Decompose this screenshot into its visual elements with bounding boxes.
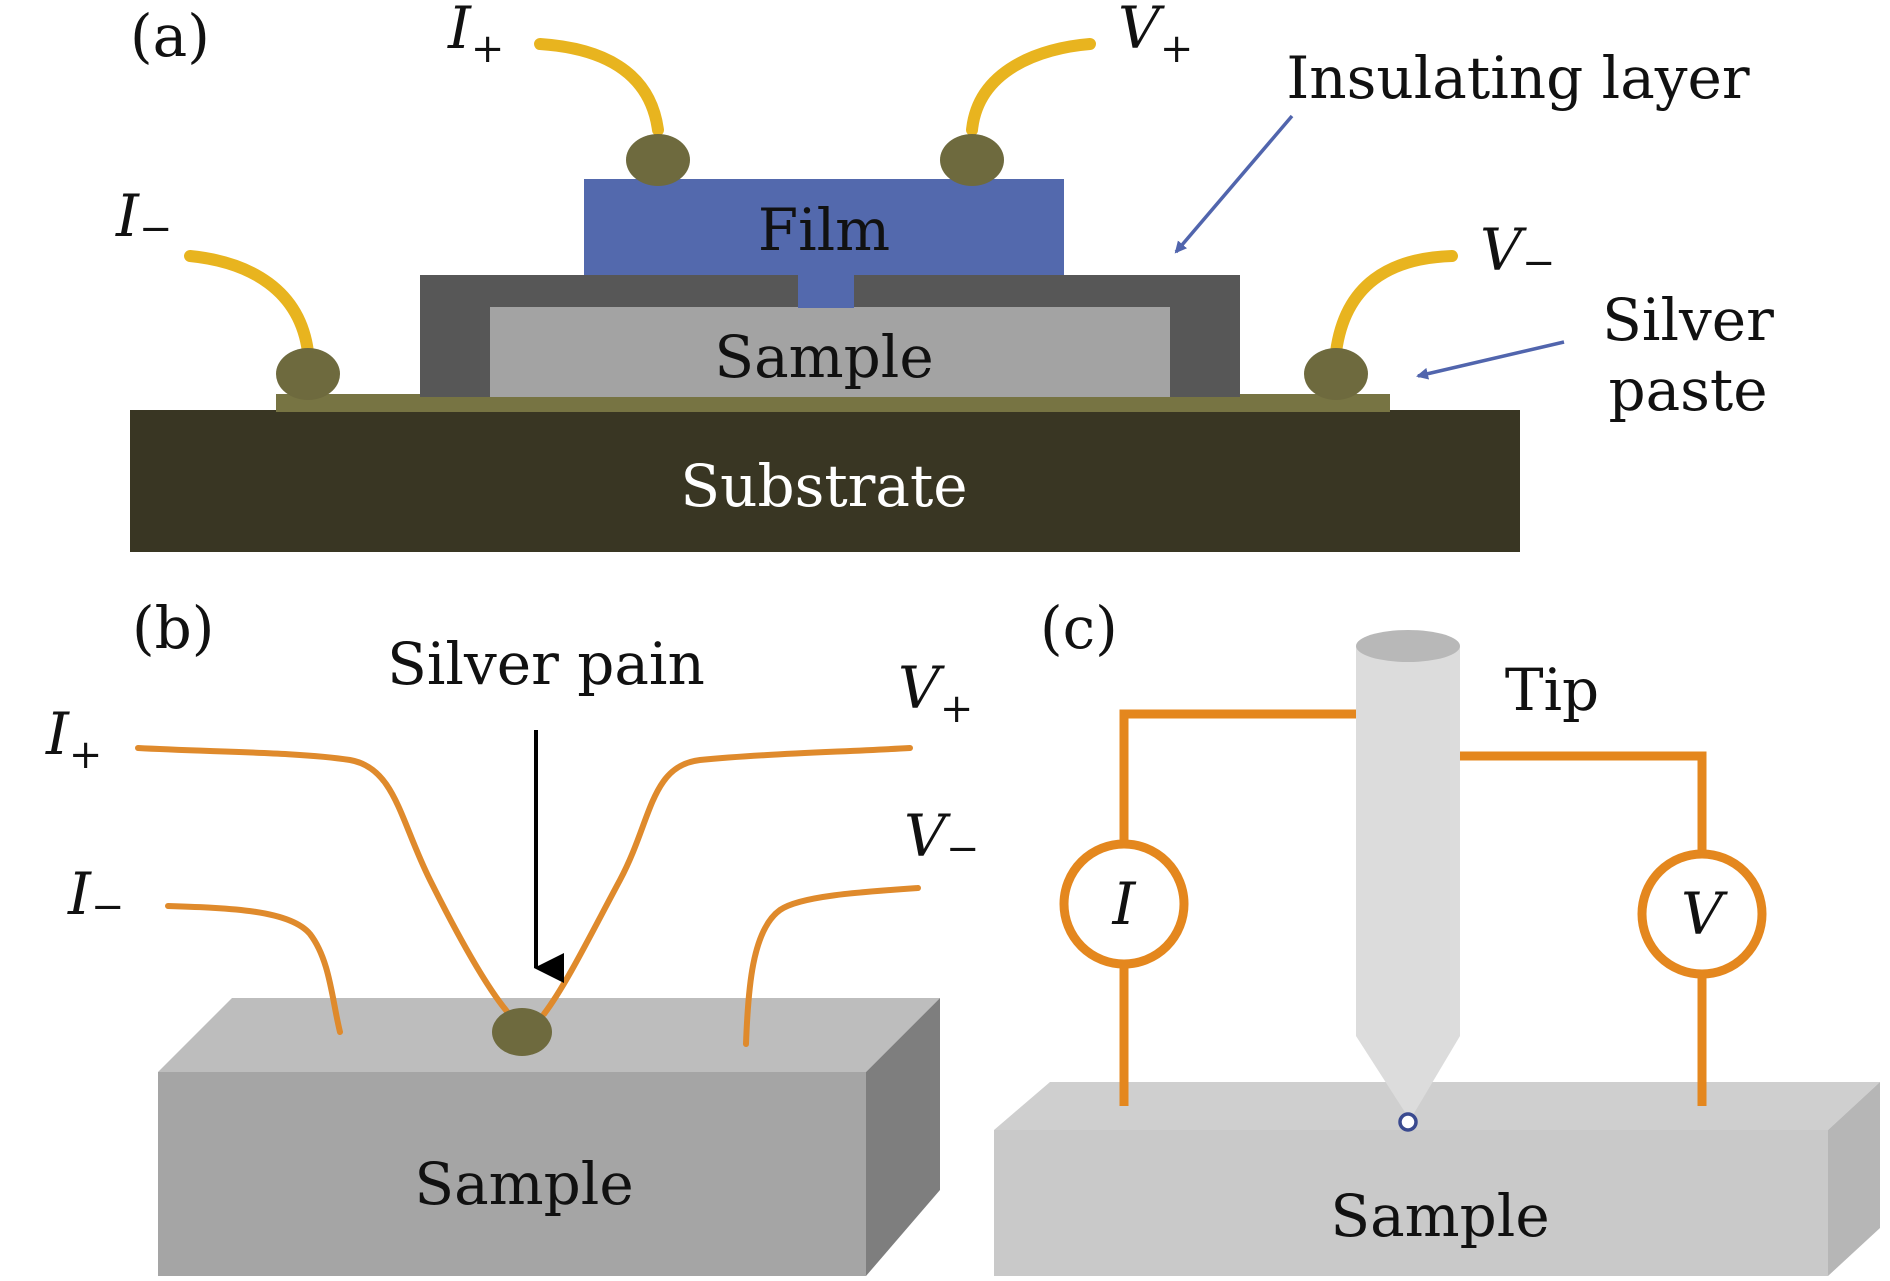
panel-a: (a) Film Sample Substrate Insulating lay… xyxy=(115,0,1774,552)
wire-v-plus-a xyxy=(966,38,1096,136)
sample-c-side-face xyxy=(1828,1082,1880,1276)
tip-contact-point xyxy=(1398,1112,1418,1132)
terminal-i-plus-a: I+ xyxy=(447,0,504,72)
silver-pain-label: Silver pain xyxy=(387,630,705,698)
sample-c-top-face xyxy=(994,1082,1880,1130)
ammeter-label: I xyxy=(1112,870,1137,938)
tip-top xyxy=(1356,630,1460,662)
wire-i-minus-a xyxy=(184,250,314,358)
wire-i-plus-a xyxy=(534,38,664,136)
panel-b-label: (b) xyxy=(132,594,214,662)
wire-i-plus-b xyxy=(135,745,513,1018)
contact-dot-v-minus xyxy=(1304,348,1368,400)
silver-paste-arrow xyxy=(1416,340,1565,380)
wire-v-plus-b xyxy=(541,745,913,1017)
panel-c: (c) Tip Sample I V xyxy=(994,594,1880,1276)
tip-body xyxy=(1356,646,1460,1036)
sample-a-block xyxy=(490,307,1170,397)
wire-v-minus-a xyxy=(1330,250,1458,358)
panel-c-label: (c) xyxy=(1040,594,1118,662)
substrate-label: Substrate xyxy=(680,452,967,520)
ammeter-circle xyxy=(1059,839,1189,969)
voltmeter-label: V xyxy=(1681,880,1728,948)
wire-v-minus-b xyxy=(743,885,921,1047)
sample-a-label: Sample xyxy=(714,323,933,391)
terminal-v-plus-b: V+ xyxy=(898,654,973,732)
tip-label: Tip xyxy=(1505,656,1599,724)
terminal-v-plus-a: V+ xyxy=(1118,0,1193,72)
substrate-layer xyxy=(130,410,1520,552)
terminal-i-plus-b: I+ xyxy=(45,700,102,778)
insulating-layer-arrow xyxy=(1174,114,1294,254)
sample-c-front-face xyxy=(994,1130,1828,1276)
terminal-i-minus-b: I− xyxy=(67,860,124,930)
panel-b: (b) Silver pain Sample I+ V+ I− V− xyxy=(45,594,979,1276)
terminal-v-minus-b: V− xyxy=(904,802,979,872)
silver-paste-label-line2: paste xyxy=(1608,356,1767,424)
sample-c-label: Sample xyxy=(1330,1182,1549,1250)
film-channel xyxy=(798,272,854,308)
voltmeter-circle xyxy=(1637,849,1767,979)
wire-i-minus-b xyxy=(165,903,343,1035)
circuit-wire-voltage xyxy=(1460,751,1707,1106)
circuit-wire-current xyxy=(1119,709,1356,1106)
terminal-i-minus-a: I− xyxy=(115,182,172,252)
silver-paint-dot xyxy=(492,1008,552,1056)
film-block xyxy=(584,179,1064,275)
contact-dot-i-plus xyxy=(626,134,690,186)
tip-cone xyxy=(1356,1036,1460,1120)
terminal-v-minus-a: V− xyxy=(1480,216,1555,286)
sample-b-side-face xyxy=(866,998,940,1276)
contact-dot-v-plus xyxy=(940,134,1004,186)
sample-b-front-face xyxy=(158,1072,866,1276)
contact-dot-i-minus xyxy=(276,348,340,400)
silver-paste-label-line1: Silver xyxy=(1602,286,1774,354)
insulating-layer-label: Insulating layer xyxy=(1286,44,1750,112)
silver-paste-strip xyxy=(276,394,1390,412)
panel-a-label: (a) xyxy=(130,2,210,70)
sample-b-label: Sample xyxy=(414,1150,633,1218)
film-label: Film xyxy=(758,196,890,264)
